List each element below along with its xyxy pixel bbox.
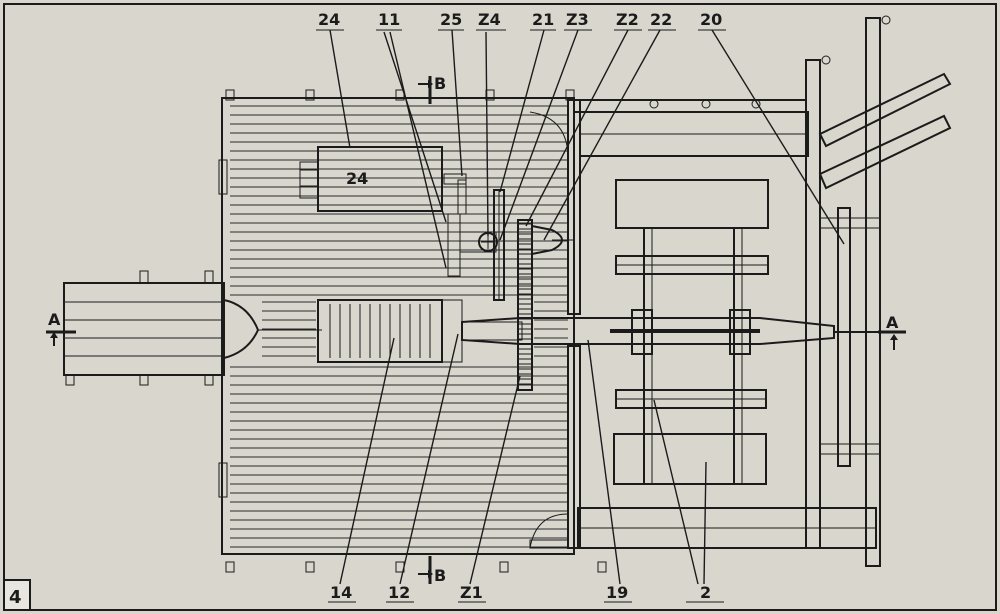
label-12: 12 [388,583,410,602]
entry-conveyor [63,270,322,386]
drawing-border [3,3,997,611]
label-Z1: Z1 [460,583,483,602]
label-2: 2 [700,583,711,602]
shaft-assembly [441,173,905,391]
label-14: 14 [330,583,352,602]
label-11: 11 [378,10,400,29]
deck-posts [225,89,607,573]
label-20: 20 [700,10,722,29]
section-b-bottom-label: B [434,566,446,585]
label-Z2: Z2 [616,10,639,29]
section-mark-a-right: A [878,313,906,350]
section-mark-b-bottom: B [418,556,446,585]
section-mark-b-top: B [418,74,446,104]
deck-post [305,89,315,101]
figure-number: 4 [9,587,22,608]
section-a-left-label: A [48,310,61,329]
label-19: 19 [606,583,628,602]
callouts: 24 11 25 Z4 21 Z3 Z2 22 20 14 12 [316,10,845,603]
deck-post [305,561,315,573]
label-24: 24 [318,10,340,29]
chute-14 [317,299,443,363]
label-24-inner: 24 [346,169,368,188]
deck-post [597,561,607,573]
section-mark-a-left: A [46,310,76,346]
deck-post [225,89,235,101]
figure-number-box: 4 [3,579,31,611]
deck-post [225,561,235,573]
deck-post [499,561,509,573]
boards-group [613,179,769,485]
label-Z4: Z4 [478,10,501,29]
label-21: 21 [532,10,554,29]
label-25: 25 [440,10,462,29]
main-deck [218,89,607,573]
label-Z3: Z3 [566,10,589,29]
component-24-box: 24 [299,146,443,212]
right-frame [529,15,952,567]
section-a-right-label: A [886,313,899,332]
section-b-top-label: B [434,74,446,93]
label-22: 22 [650,10,672,29]
deck-planks [230,105,568,548]
